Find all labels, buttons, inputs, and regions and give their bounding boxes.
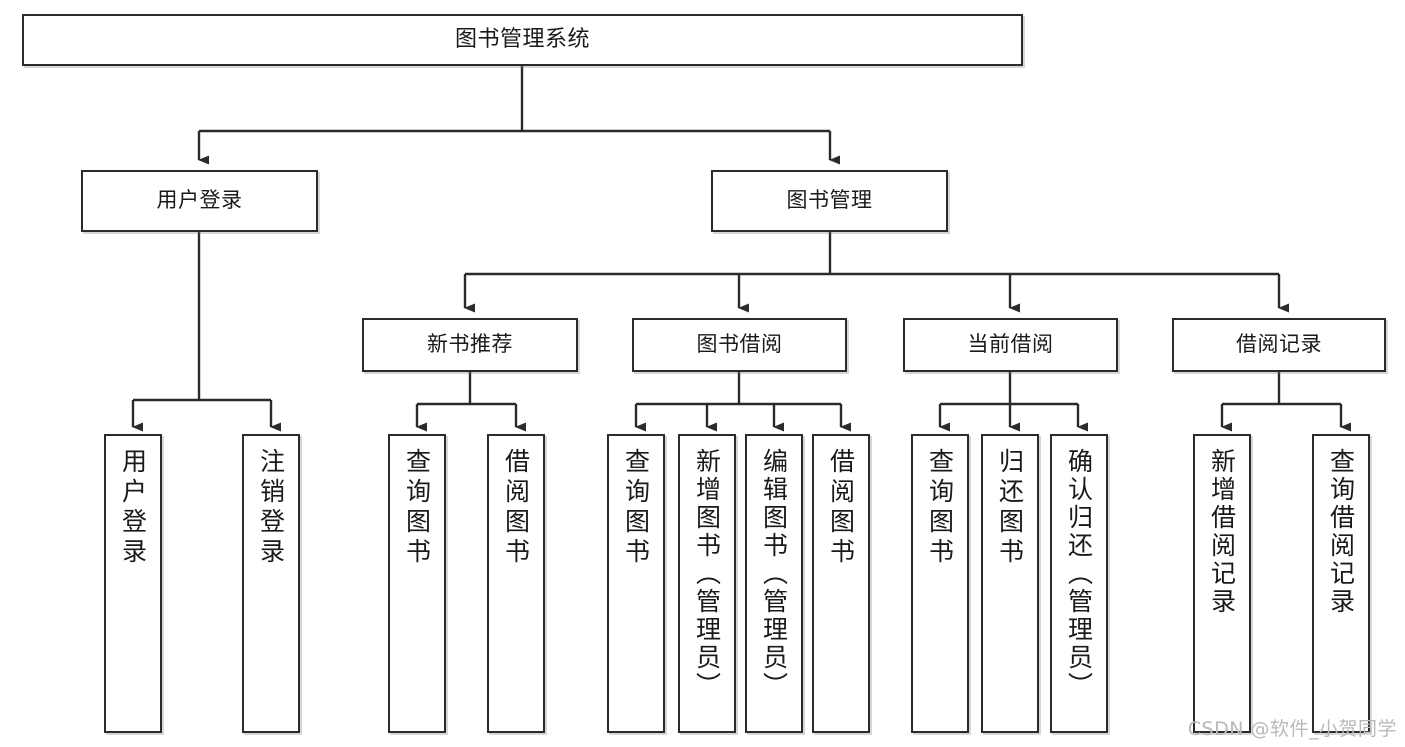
node-label: 查询图书 xyxy=(925,448,955,568)
node-label: 用户登录 xyxy=(156,188,243,213)
leaf-query-borrow-record[interactable]: 查询借阅记录 xyxy=(1312,434,1370,733)
node-label: 用户登录 xyxy=(118,448,148,568)
node-current-borrow[interactable]: 当前借阅 xyxy=(903,318,1118,372)
node-label: 借阅记录 xyxy=(1236,332,1322,357)
node-label: 借阅图书 xyxy=(501,448,531,568)
node-book-manage[interactable]: 图书管理 xyxy=(711,170,948,232)
leaf-borrow-book[interactable]: 借阅图书 xyxy=(812,434,870,733)
node-root-system[interactable]: 图书管理系统 xyxy=(22,14,1023,66)
leaf-query-book-borrow[interactable]: 查询图书 xyxy=(607,434,665,733)
node-label: 当前借阅 xyxy=(967,332,1054,357)
node-label: 图书管理 xyxy=(786,188,873,213)
node-label: 图书借阅 xyxy=(696,332,783,357)
leaf-return-book[interactable]: 归还图书 xyxy=(981,434,1039,733)
node-label: 查询图书 xyxy=(402,448,432,568)
csdn-watermark: CSDN @软件_小贺同学 xyxy=(1187,718,1397,740)
node-label: 借阅图书 xyxy=(826,448,856,568)
leaf-add-borrow-record[interactable]: 新增借阅记录 xyxy=(1193,434,1251,733)
node-book-borrow[interactable]: 图书借阅 xyxy=(632,318,847,372)
node-label: 新增图书（管理员） xyxy=(692,448,722,700)
leaf-logout-login[interactable]: 注销登录 xyxy=(242,434,300,733)
node-label: 注销登录 xyxy=(256,448,286,568)
node-label: 确认归还（管理员） xyxy=(1064,448,1094,700)
node-label: 查询借阅记录 xyxy=(1326,448,1356,616)
node-label: 新书推荐 xyxy=(427,332,513,357)
leaf-user-login[interactable]: 用户登录 xyxy=(104,434,162,733)
node-borrow-record[interactable]: 借阅记录 xyxy=(1172,318,1386,372)
leaf-confirm-return[interactable]: 确认归还（管理员） xyxy=(1050,434,1108,733)
leaf-edit-book[interactable]: 编辑图书（管理员） xyxy=(745,434,803,733)
leaf-query-book-new[interactable]: 查询图书 xyxy=(388,434,446,733)
node-new-book-recommend[interactable]: 新书推荐 xyxy=(362,318,578,372)
node-label: 新增借阅记录 xyxy=(1207,448,1237,616)
node-label: 归还图书 xyxy=(995,448,1025,568)
node-label: 图书管理系统 xyxy=(454,26,590,52)
leaf-query-book-current[interactable]: 查询图书 xyxy=(911,434,969,733)
node-user-login[interactable]: 用户登录 xyxy=(81,170,318,232)
leaf-borrow-book-new[interactable]: 借阅图书 xyxy=(487,434,545,733)
node-label: 查询图书 xyxy=(621,448,651,568)
leaf-add-book[interactable]: 新增图书（管理员） xyxy=(678,434,736,733)
node-label: 编辑图书（管理员） xyxy=(759,448,789,700)
